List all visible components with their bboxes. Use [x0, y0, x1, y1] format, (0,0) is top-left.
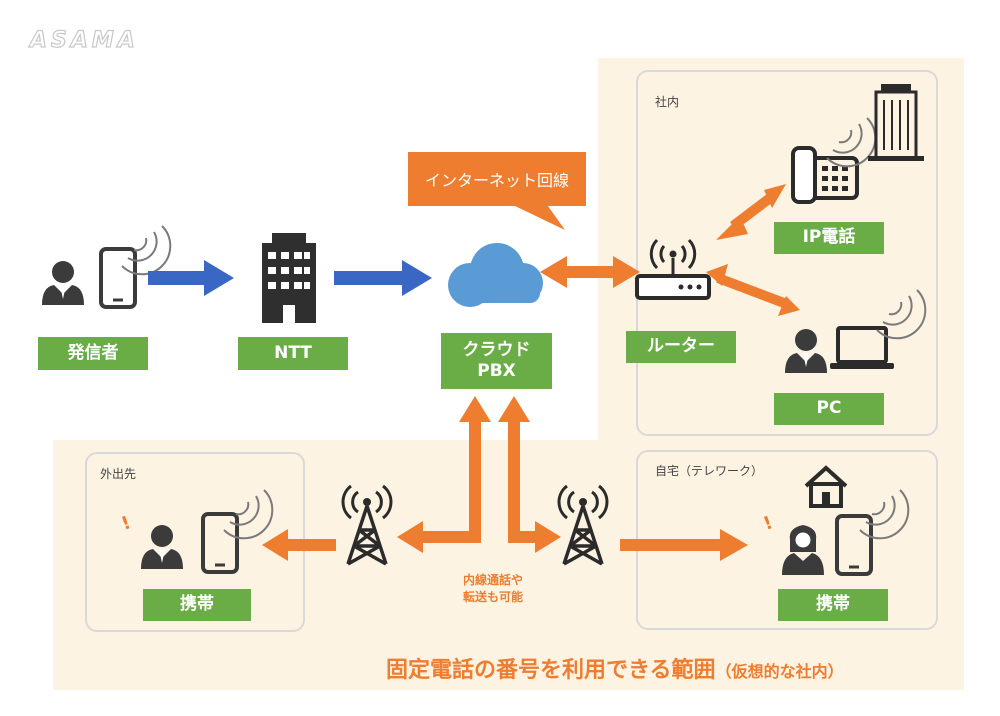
tower-to-home-mobile-arrow [620, 529, 748, 561]
pc-user-person-icon [785, 329, 827, 373]
home-mobile-label: 携帯 [778, 589, 888, 621]
pbx-outside-arrow [397, 396, 491, 553]
caller-person-icon [42, 261, 84, 305]
caller-phone-icon [99, 247, 137, 309]
office-building-icon [868, 84, 924, 161]
outside-panel-title: 外出先 [100, 467, 137, 481]
outside-tower-icon [341, 484, 393, 566]
cloud-pbx-label-line1: クラウド [462, 339, 531, 360]
scope-caption: 固定電話の番号を利用できる範囲（仮想的な社内） [386, 652, 844, 684]
cloud-router-arrow [540, 256, 640, 288]
note-line2: 転送も可能 [462, 590, 523, 605]
ip-phone-label: IP電話 [774, 222, 884, 254]
home-panel-title: 自宅（テレワーク） [655, 464, 764, 478]
router-ipphone-arrow [716, 184, 786, 240]
home-phone-icon [835, 514, 873, 576]
caller-to-ntt-arrow [148, 260, 234, 296]
router-pc-arrow [706, 264, 800, 316]
home-tower-icon [557, 484, 609, 566]
router-label: ルーター [626, 331, 736, 363]
office-panel-title: 社内 [655, 95, 680, 109]
outside-person-icon [141, 525, 183, 569]
router-icon [635, 238, 711, 300]
cloud-icon [448, 243, 543, 307]
note-line1: 内線通話や [462, 573, 523, 587]
outside-mobile-label: 携帯 [143, 589, 251, 621]
ntt-building-icon [262, 233, 316, 323]
home-person-icon [782, 525, 824, 575]
house-icon [804, 465, 848, 508]
ip-phone-icon [791, 146, 859, 204]
cloud-pbx-label: クラウド PBX [441, 333, 552, 389]
cloud-pbx-label-line2: PBX [477, 361, 516, 381]
extension-call-note: 内線通話や 転送も可能 [442, 572, 544, 607]
callout-tail [515, 206, 565, 230]
tower-to-outside-mobile-arrow [262, 529, 336, 561]
internet-line-callout: インターネット回線 [408, 152, 586, 206]
caller-label: 発信者 [38, 337, 148, 370]
ntt-to-cloud-arrow [334, 260, 432, 296]
scope-caption-sub: （仮想的な社内） [715, 662, 844, 681]
ntt-label: NTT [238, 337, 348, 370]
laptop-icon [830, 326, 894, 369]
pc-label: PC [774, 393, 884, 425]
asama-logo: ASAMA [29, 27, 139, 53]
scope-caption-main: 固定電話の番号を利用できる範囲 [386, 658, 716, 683]
pbx-home-arrow [498, 396, 561, 553]
